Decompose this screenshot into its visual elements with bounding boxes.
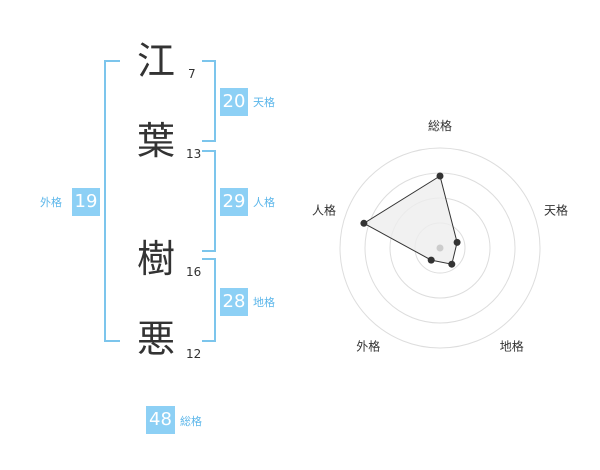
radar-axis-label: 人格 [312,202,336,217]
soukaku-label: 総格 [180,415,202,428]
jinkaku-value-badge: 29 [220,188,248,216]
gaikaku-label: 外格 [40,196,62,209]
radar-grid-ring [339,147,541,349]
radar-data-point [427,256,435,264]
radar-data-point [448,260,456,268]
name-char-1: 江 [136,39,175,83]
radar-series-area [362,175,458,265]
stroke-count-1: 7 [188,67,196,81]
radar-axis-label: 地格 [500,339,524,354]
radar-data-point [436,172,444,180]
name-char-2: 葉 [136,119,175,163]
tenkaku-label: 天格 [253,96,275,109]
radar-axis-label: 天格 [544,202,568,217]
radar-axis-label: 総格 [428,118,452,133]
radar-center-dot [436,244,444,252]
radar-axis-label: 外格 [356,339,380,354]
soukaku-value-badge: 48 [146,406,175,434]
name-char-4: 悪 [136,317,175,361]
gaikaku-bracket [104,60,120,342]
chikaku-bracket [202,258,216,342]
stroke-count-3: 16 [186,265,202,279]
gaikaku-value-badge: 19 [72,188,100,216]
chikaku-value-badge: 28 [220,288,248,316]
stroke-count-2: 13 [186,147,202,161]
jinkaku-label: 人格 [253,196,275,209]
tenkaku-bracket [202,60,216,142]
stroke-count-4: 12 [186,347,202,361]
tenkaku-value-badge: 20 [220,88,248,116]
jinkaku-bracket [202,150,216,252]
name-char-3: 樹 [136,237,175,281]
radar-data-point [360,219,368,227]
chikaku-label: 地格 [253,296,275,309]
radar-data-point [453,238,461,246]
